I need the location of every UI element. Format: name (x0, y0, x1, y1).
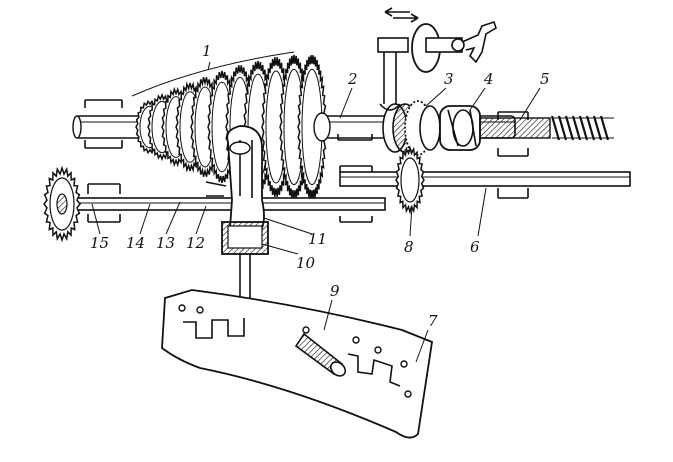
label-14: 14 (126, 234, 145, 252)
cluster-hub (313, 112, 331, 142)
label-2: 2 (347, 70, 358, 88)
label-7: 7 (428, 312, 438, 330)
spring-outline (552, 117, 614, 139)
label-12: 12 (186, 234, 205, 252)
label-15: 15 (90, 234, 109, 252)
gear-8 (395, 145, 425, 215)
label-10: 10 (296, 254, 316, 272)
label-3: 3 (444, 70, 454, 88)
spring-coil (599, 115, 610, 141)
clutch-coupling-4 (439, 105, 481, 151)
label-8: 8 (404, 238, 414, 256)
sliding-gear-3 (382, 100, 441, 156)
leader-lines (91, 51, 541, 363)
gear-8-hub (400, 157, 420, 203)
gear-15-bore (56, 193, 68, 215)
shift-handle-9 (294, 332, 347, 377)
spring-coil (550, 115, 561, 141)
gear-gate-plate-7 (161, 289, 433, 439)
label-5: 5 (540, 70, 550, 88)
lower-left-shaft (59, 183, 386, 223)
label-11: 11 (308, 230, 327, 248)
shift-control-top (377, 7, 497, 111)
label-9: 9 (330, 282, 340, 300)
spring-coil (571, 115, 582, 141)
label-6: 6 (470, 238, 480, 256)
label-4: 4 (483, 70, 494, 88)
spring-5 (479, 115, 614, 141)
bearing-brackets-upper (84, 99, 529, 157)
shift-fork-10-11 (205, 125, 269, 255)
spring-coil (585, 115, 596, 141)
callout-labels: 1 2 3 4 5 6 7 8 9 10 11 12 13 14 15 (90, 42, 550, 330)
label-1: 1 (202, 42, 212, 60)
spring-coil (592, 115, 603, 141)
spring-coil (578, 115, 589, 141)
spring-coil (564, 115, 575, 141)
label-13: 13 (156, 234, 175, 252)
gear-15 (43, 165, 81, 243)
spring-coil (557, 115, 568, 141)
